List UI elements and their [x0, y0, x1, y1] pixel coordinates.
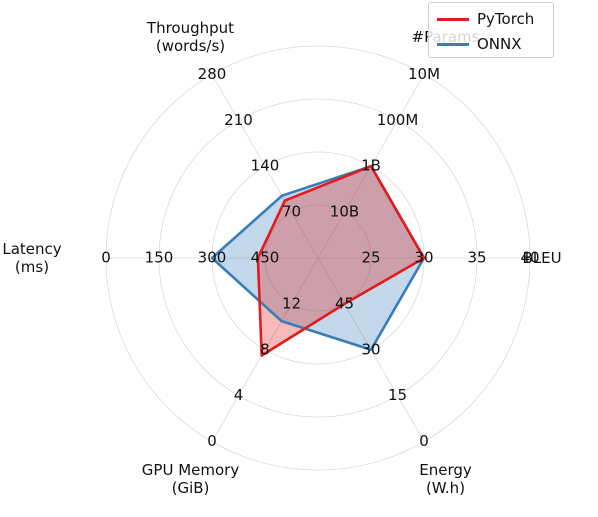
tick-label-params: 1B [361, 157, 381, 175]
tick-label-latency: 450 [251, 249, 280, 267]
tick-label-params: 100M [377, 111, 419, 129]
series-line-pytorch [256, 164, 426, 357]
tick-label-gpu_memory: 4 [234, 386, 244, 404]
tick-label-throughput: 70 [282, 203, 301, 221]
tick-label-bleu: 25 [361, 249, 380, 267]
tick-label-throughput: 280 [198, 65, 227, 83]
tick-label-params: 10M [408, 65, 440, 83]
axis-label-bleu: BLEU [522, 249, 561, 267]
axis-label-gpu_memory: GPU Memory(GiB) [142, 461, 240, 497]
tick-label-energy: 15 [388, 386, 407, 404]
tick-label-params: 10B [330, 203, 359, 221]
tick-label-energy: 0 [419, 432, 429, 450]
tick-label-bleu: 40 [520, 249, 539, 267]
legend-item-pytorch: PyTorch [437, 8, 534, 30]
tick-label-gpu_memory: 0 [207, 432, 217, 450]
tick-label-gpu_memory: 8 [260, 340, 270, 358]
tick-label-latency: 0 [101, 249, 111, 267]
tick-label-latency: 150 [145, 249, 174, 267]
axis-label-latency: Latency(ms) [2, 240, 61, 276]
radar-grid [105, 45, 531, 471]
tick-label-throughput: 140 [251, 157, 280, 175]
tick-label-energy: 30 [361, 340, 380, 358]
tick-label-bleu: 30 [414, 249, 433, 267]
axis-label-throughput: Throughput(words/s) [146, 19, 234, 55]
chart-legend: PyTorch ONNX [428, 2, 554, 58]
legend-label-pytorch: PyTorch [477, 10, 535, 28]
series-fill-pytorch [257, 166, 424, 356]
tick-label-gpu_memory: 12 [282, 294, 301, 312]
legend-line-onnx [437, 42, 469, 46]
radar-axis-labels: Throughput(words/s)#ParamsBLEUEnergy(W.h… [2, 19, 561, 497]
legend-item-onnx: ONNX [437, 33, 522, 55]
legend-line-pytorch [437, 17, 469, 21]
tick-label-latency: 300 [198, 249, 227, 267]
tick-label-throughput: 210 [224, 111, 253, 129]
radar-tick-labels: 2802101407010M100M1B10B40353025015304504… [101, 65, 539, 450]
legend-label-onnx: ONNX [477, 35, 522, 53]
grid-spoke-gpu_memory [211, 257, 319, 442]
axis-label-energy: Energy(W.h) [419, 461, 472, 497]
radar-series [210, 164, 426, 357]
grid-spoke-throughput [211, 74, 319, 259]
tick-label-energy: 45 [335, 294, 354, 312]
tick-label-bleu: 35 [467, 249, 486, 267]
